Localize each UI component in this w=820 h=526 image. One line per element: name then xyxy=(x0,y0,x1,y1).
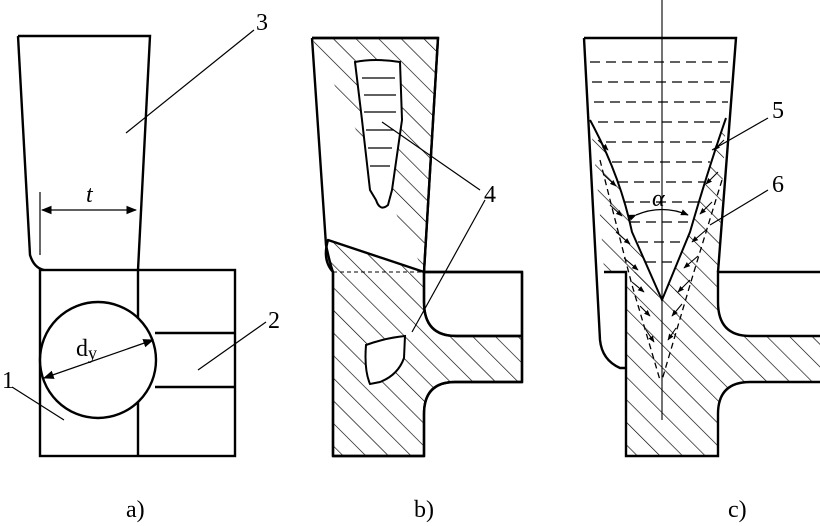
callout-4: 4 xyxy=(484,182,496,208)
panel-b xyxy=(310,36,524,458)
callout-1: 1 xyxy=(2,368,14,394)
angle-alpha-arc xyxy=(628,208,689,221)
shrinkage-cavity-casting xyxy=(364,334,407,386)
caption-b: b) xyxy=(414,497,434,523)
callout-6: 6 xyxy=(772,172,784,198)
panel-c xyxy=(582,0,820,458)
caption-c: c) xyxy=(728,497,747,523)
shrinkage-cavity-riser xyxy=(353,59,404,209)
panel-b-labels: 4 b) xyxy=(414,182,496,523)
label-dy: dy xyxy=(76,336,97,363)
callout-2: 2 xyxy=(268,308,280,334)
panel-a-labels: 3 2 1 t dy a) xyxy=(2,10,280,523)
caption-a: a) xyxy=(126,497,145,523)
panel-a xyxy=(11,29,267,458)
riser-outline xyxy=(16,34,152,272)
label-alpha: α xyxy=(652,186,665,212)
callout-3: 3 xyxy=(256,10,268,36)
casting-section-c xyxy=(604,272,820,456)
callout-5: 5 xyxy=(772,98,784,124)
label-t: t xyxy=(86,182,94,208)
panel-c-labels: α 5 6 c) xyxy=(652,98,784,523)
solidified-shell xyxy=(590,118,726,301)
inscribed-circle xyxy=(38,300,158,420)
casting-section-b xyxy=(312,36,524,458)
dimension-dy-line xyxy=(42,339,155,379)
